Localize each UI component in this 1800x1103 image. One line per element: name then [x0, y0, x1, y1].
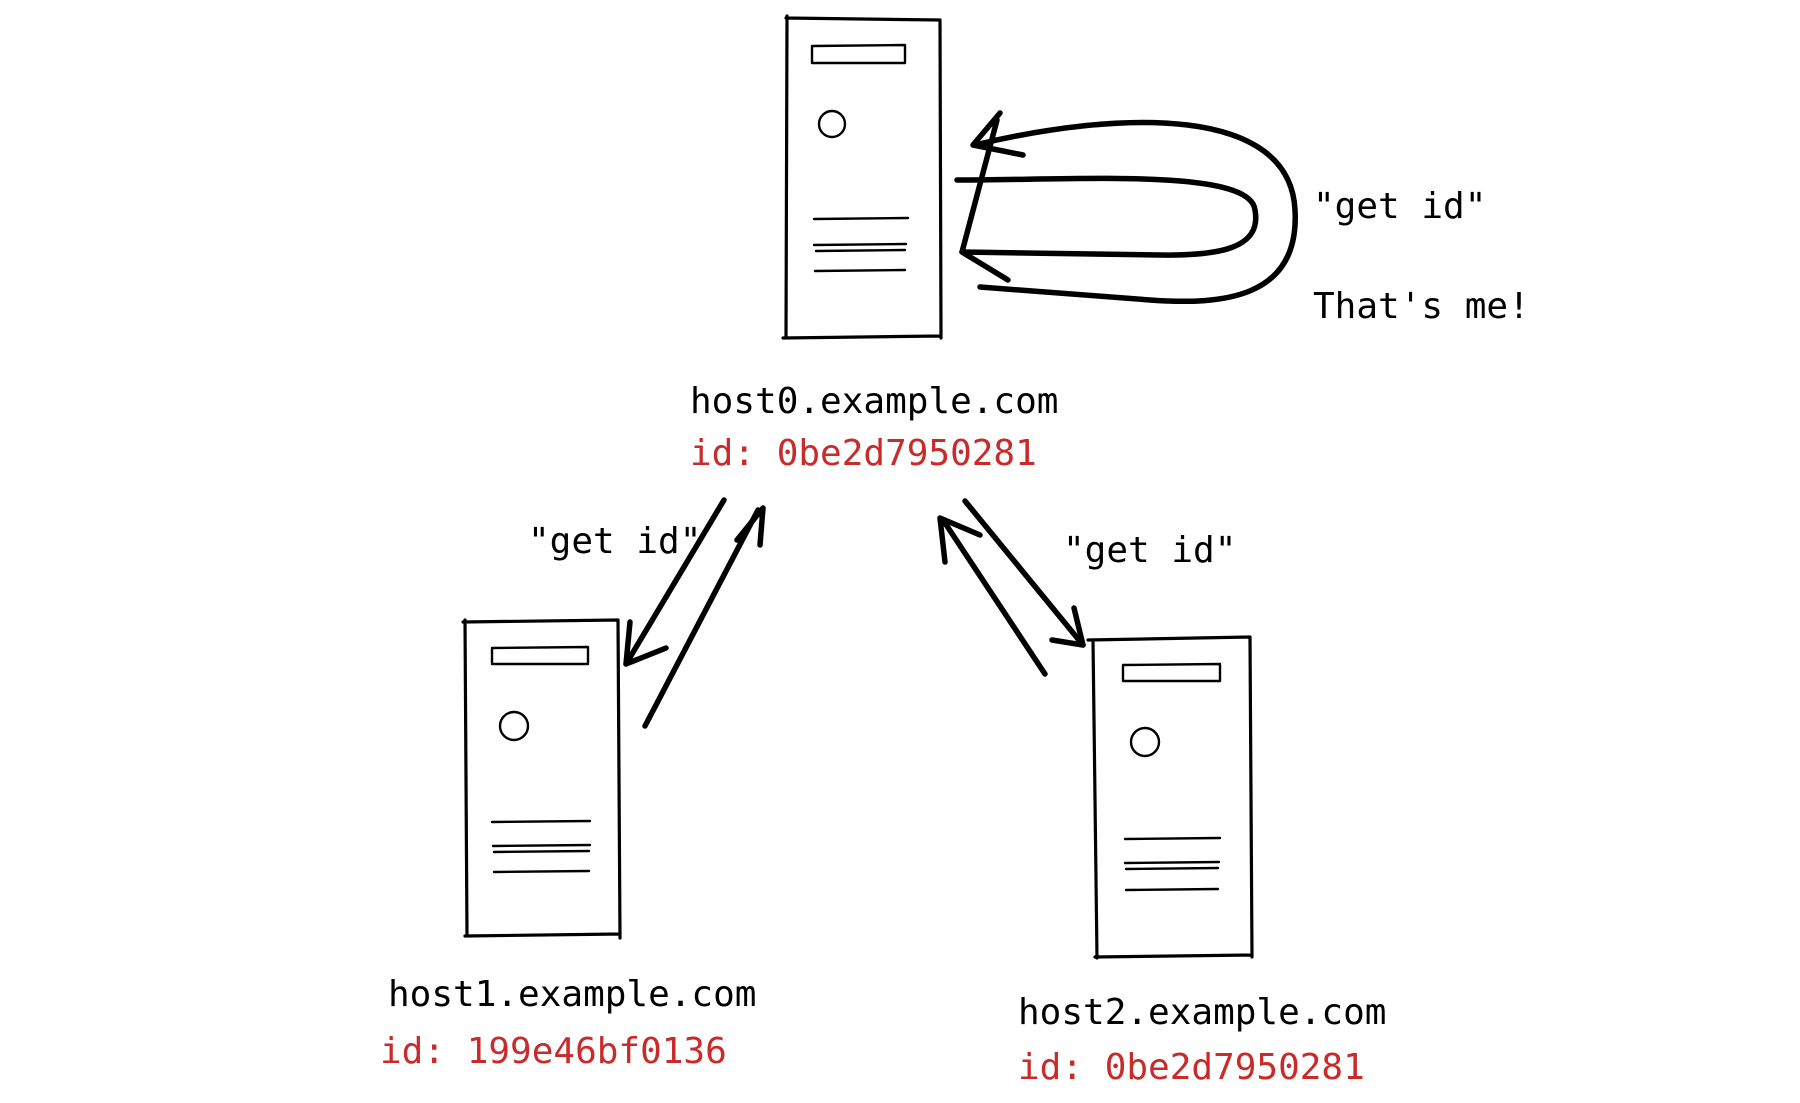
host2-request-label: "get id" [1063, 530, 1236, 571]
host0-name: host0.example.com [690, 381, 1058, 422]
host2-id: id: 0be2d7950281 [1018, 1047, 1365, 1088]
host1-request-label: "get id" [528, 521, 701, 562]
self-request-label: "get id" [1313, 186, 1486, 227]
host0-id: id: 0be2d7950281 [690, 433, 1037, 474]
host1-server-icon [461, 618, 622, 940]
host1-id: id: 199e46bf0136 [380, 1031, 727, 1072]
self-loop-arrows [954, 110, 1298, 305]
host0-server-icon [781, 14, 943, 340]
host1-name: host1.example.com [388, 974, 756, 1015]
host2-name: host2.example.com [1018, 992, 1386, 1033]
host2-server-icon [1086, 635, 1254, 960]
host2-exchange-arrows [937, 498, 1086, 677]
self-reply-label: That's me! [1313, 286, 1530, 327]
host1-exchange-arrows [623, 497, 766, 729]
